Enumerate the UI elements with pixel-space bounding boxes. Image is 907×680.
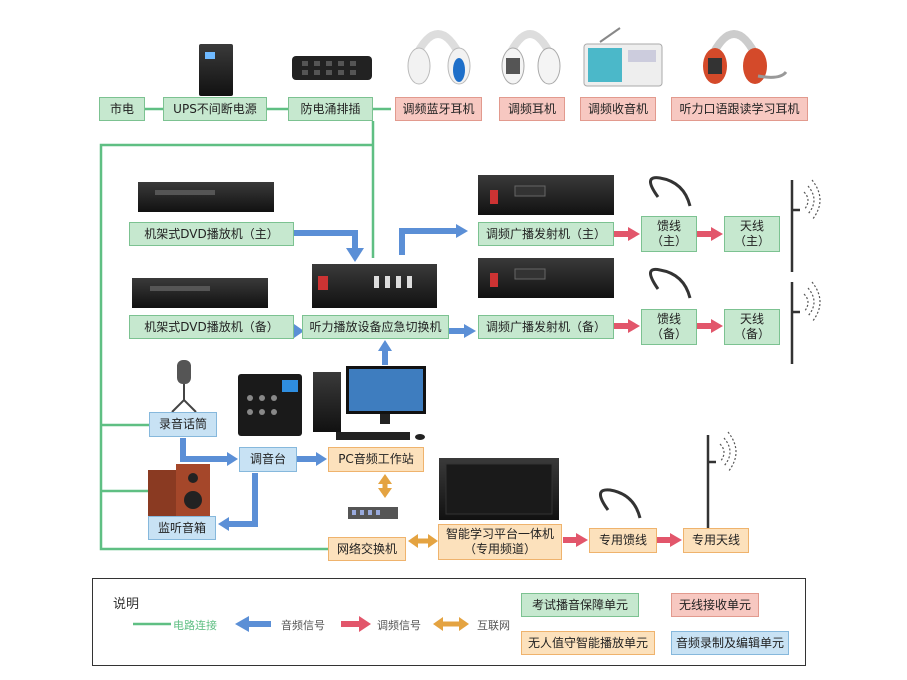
switcher-box: 听力播放设备应急切换机 (302, 315, 449, 339)
net-arrow-heads (378, 474, 438, 548)
switcher-illustration (312, 264, 437, 308)
power-lines (99, 107, 391, 551)
fm-headphone-box: 调频耳机 (499, 97, 565, 121)
legend-power-label: 电路连接 (173, 619, 217, 632)
radio-illustration (583, 27, 663, 87)
dedicated-antenna-box: 专用天线 (683, 528, 749, 553)
mixer-illustration (238, 374, 302, 436)
fm-arrow-heads (576, 227, 723, 547)
platform-box: 智能学习平台一体机 （专用频道） (438, 524, 562, 560)
dvd-backup-box: 机架式DVD播放机（备） (129, 315, 294, 339)
surge-strip-box: 防电涌排插 (288, 97, 373, 121)
tx-main-box: 调频广播发射机（主） (478, 222, 614, 246)
bt-headphone-illustration (407, 30, 471, 85)
antenna-illustrations (706, 180, 800, 530)
legend-unit-orange: 无人值守智能播放单元 (521, 631, 655, 655)
oral-headphone-illustration (703, 30, 788, 84)
legend-internet-label: 互联网 (477, 619, 510, 632)
legend-audio-label: 音频信号 (281, 619, 325, 632)
feeder-main-box: 馈线 （主） (641, 216, 697, 252)
antenna-backup-box: 天线 （备） (724, 309, 780, 345)
dvd-backup-illustration (132, 278, 268, 308)
mic-box: 录音话筒 (149, 412, 217, 437)
antenna-waves (719, 179, 821, 473)
fm-arrows (563, 231, 713, 543)
surge-strip-illustration (292, 56, 372, 80)
monitor-speaker-box: 监听音箱 (148, 516, 216, 540)
ups-illustration (199, 44, 233, 96)
pc-illustration (313, 366, 426, 440)
legend-unit-green: 考试播音保障单元 (521, 593, 639, 617)
net-arrows (382, 484, 428, 544)
legend-symbols (133, 616, 469, 632)
oral-headphone-box: 听力口语跟读学习耳机 (671, 97, 808, 121)
antenna-main-box: 天线 （主） (724, 216, 780, 252)
tx-main-illustration (478, 175, 614, 215)
mixer-box: 调音台 (239, 447, 297, 472)
dvd-main-illustration (138, 182, 274, 212)
legend-unit-red: 无线接收单元 (671, 593, 759, 617)
tx-backup-box: 调频广播发射机（备） (478, 315, 614, 339)
pc-workstation-box: PC音频工作站 (328, 447, 424, 472)
legend-unit-blue: 音频录制及编辑单元 (671, 631, 789, 655)
switch-illustration (348, 507, 398, 519)
speaker-illustration (148, 464, 210, 516)
bt-headphone-box: 调频蓝牙耳机 (395, 97, 482, 121)
audio-arrow-heads (218, 224, 476, 531)
tx-backup-illustration (478, 258, 614, 298)
legend-title: 说明 (113, 597, 140, 612)
legend-fm-label: 调频信号 (377, 619, 421, 632)
mains-box: 市电 (99, 97, 145, 121)
mic-illustration (171, 360, 197, 413)
fm-headphone-illustration (501, 30, 561, 85)
ups-box: UPS不间断电源 (163, 97, 267, 121)
network-switch-box: 网络交换机 (328, 537, 406, 561)
platform-illustration (439, 458, 559, 520)
feeder-cable-illustrations (599, 176, 692, 519)
legend: 说明 电路连接 音频信号 调频信号 互联网 考试播音保障单元 无线接收单元 无人… (92, 578, 806, 666)
dedicated-feeder-box: 专用馈线 (589, 528, 657, 553)
dvd-main-box: 机架式DVD播放机（主） (129, 222, 294, 246)
feeder-backup-box: 馈线 （备） (641, 309, 697, 345)
radio-box: 调频收音机 (580, 97, 656, 121)
